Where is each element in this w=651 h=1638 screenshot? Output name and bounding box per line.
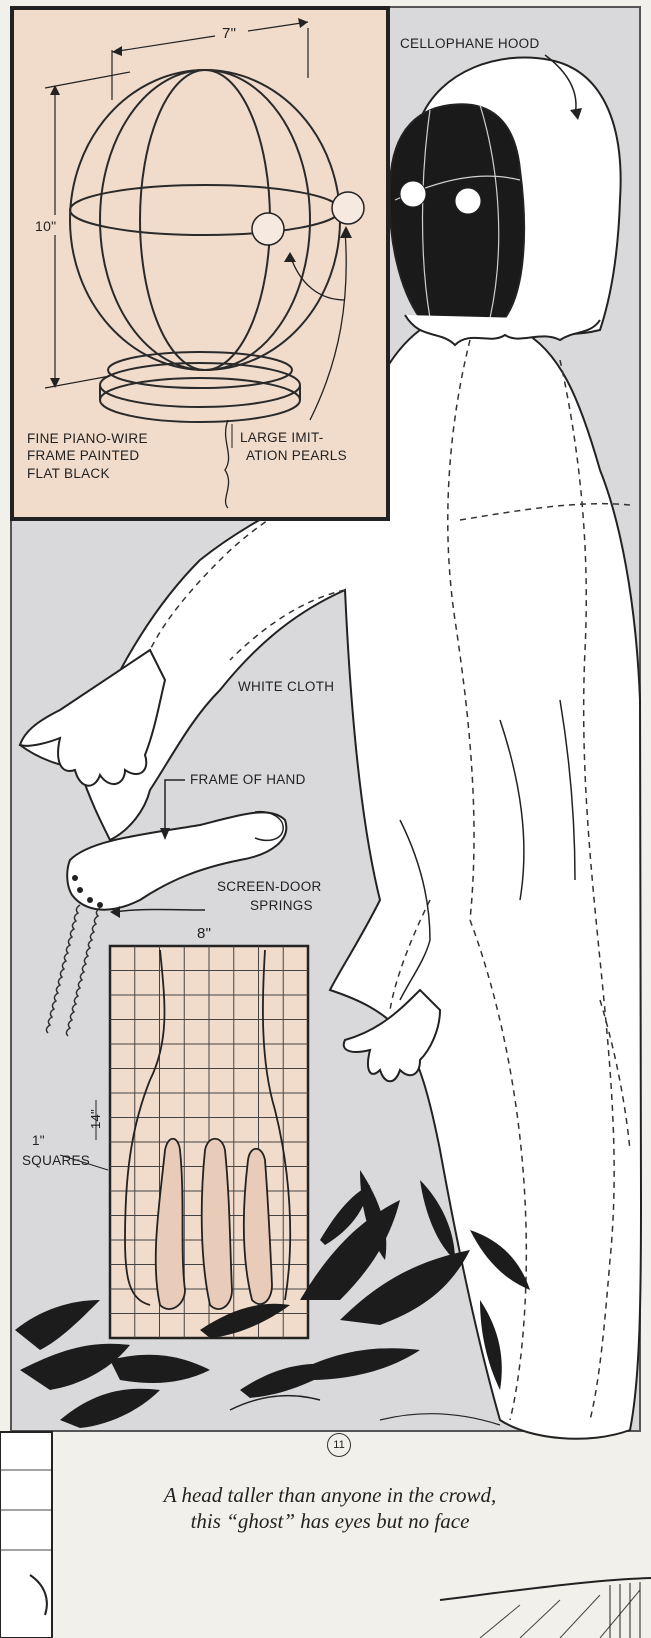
label-squares-2: SQUARES	[22, 1153, 90, 1169]
label-height-dim: 10"	[35, 218, 56, 234]
label-piano-wire-2: FRAME PAINTED	[27, 448, 139, 464]
label-screen-door-2: SPRINGS	[250, 898, 313, 914]
pearl-right	[332, 192, 364, 224]
label-width-dim: 7"	[222, 26, 236, 42]
label-frame-of-hand: FRAME OF HAND	[190, 772, 306, 788]
label-cellophane-hood: CELLOPHANE HOOD	[400, 36, 540, 52]
label-grid-width: 8"	[197, 926, 211, 942]
figure-caption: A head taller than anyone in the crowd, …	[80, 1482, 580, 1534]
label-squares-1: 1"	[32, 1133, 45, 1149]
label-white-cloth: WHITE CLOTH	[238, 679, 334, 695]
label-pearls-2: ATION PEARLS	[246, 448, 347, 464]
label-grid-height: 14"	[88, 1109, 104, 1129]
label-piano-wire-3: FLAT BLACK	[27, 466, 110, 482]
caption-line-2: this “ghost” has eyes but no face	[80, 1508, 580, 1534]
label-piano-wire-1: FINE PIANO-WIRE	[27, 431, 148, 447]
caption-line-1: A head taller than anyone in the crowd,	[80, 1482, 580, 1508]
label-screen-door-1: SCREEN-DOOR	[217, 879, 322, 895]
figure-number: 11	[327, 1433, 351, 1457]
pearl-left	[252, 213, 284, 245]
label-pearls-1: LARGE IMIT-	[240, 430, 324, 446]
